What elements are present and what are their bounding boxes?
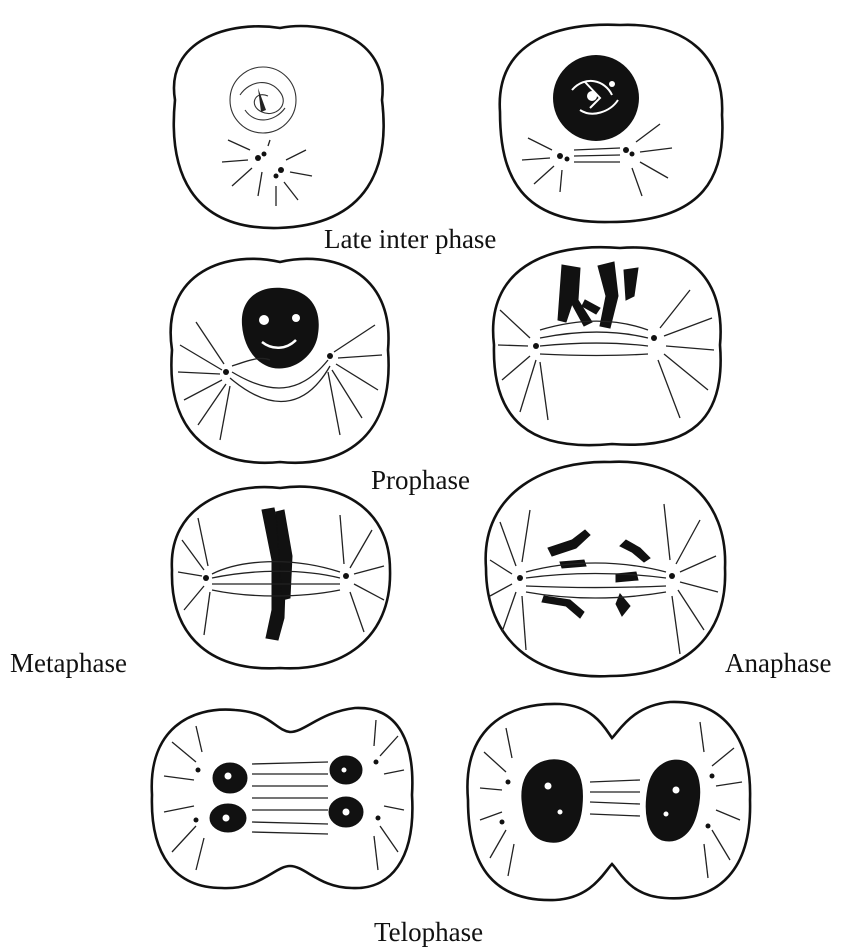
spindle-fibers [490, 504, 718, 654]
spindle-fibers [480, 722, 742, 878]
label-metaphase: Metaphase [10, 648, 127, 678]
centriole [651, 335, 657, 341]
chromosomes-condensing [558, 262, 638, 328]
nucleus-dark [242, 288, 319, 369]
spindle-fibers [164, 720, 404, 870]
cell-late-interphase-1 [174, 26, 384, 228]
centriole [669, 573, 675, 579]
label-prophase: Prophase [371, 465, 470, 495]
centriole [223, 369, 229, 375]
cell-telophase-2 [467, 702, 750, 900]
nucleus-dark [553, 55, 639, 141]
centriole [533, 343, 539, 349]
cell-prophase-1 [171, 259, 389, 463]
aster-fibers [222, 140, 312, 206]
centriole [376, 816, 381, 821]
centriole [203, 575, 209, 581]
metaphase-plate-chromosomes [262, 508, 292, 640]
centriole [343, 573, 349, 579]
cell-metaphase [172, 487, 390, 669]
centriole [706, 824, 711, 829]
label-anaphase: Anaphase [725, 648, 831, 678]
daughter-nuclei [522, 760, 700, 842]
cell-prophase-2 [493, 247, 721, 445]
nucleus-light [230, 67, 296, 133]
cell-telophase-1 [152, 708, 413, 888]
centriole [506, 780, 511, 785]
label-telophase: Telophase [374, 917, 483, 947]
daughter-nuclei [210, 756, 363, 832]
label-late-interphase: Late inter phase [324, 224, 496, 254]
centriole [194, 818, 199, 823]
centriole-pair [255, 152, 284, 179]
centriole [196, 768, 201, 773]
centriole [500, 820, 505, 825]
separating-chromosomes [542, 530, 650, 618]
centriole [327, 353, 333, 359]
centriole [374, 760, 379, 765]
cell-late-interphase-2 [500, 25, 723, 222]
centriole [710, 774, 715, 779]
centriole [517, 575, 523, 581]
cell-anaphase [486, 462, 725, 677]
